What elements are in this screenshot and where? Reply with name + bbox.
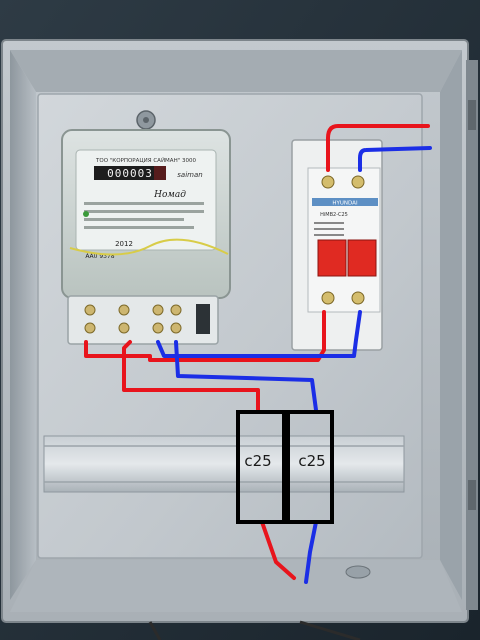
meter-seal-wire	[69, 238, 229, 256]
incoming-neutral-wire	[358, 146, 432, 172]
breaker-model: HiMB2-C25	[320, 212, 348, 218]
meter-to-breaker-neutral-wire	[156, 310, 362, 358]
meter-model: Номад	[153, 190, 186, 200]
meter-brand-line: ТОО "КОРПОРАЦИЯ САЙМАН" 3000	[95, 157, 196, 164]
hinge-pin-bottom	[468, 480, 476, 510]
group-breaker-left-label: c25	[244, 452, 271, 470]
door-hinge	[466, 60, 478, 610]
meter-counter-last-digit	[154, 166, 166, 180]
breaker-handle-left	[317, 239, 347, 277]
breaker-top-screw-left	[321, 175, 335, 189]
enclosure-bottom-wall	[10, 560, 462, 612]
din-rail	[43, 435, 405, 493]
meter-serial: АА0 9378	[85, 253, 114, 260]
meter-indicator-led	[83, 211, 89, 217]
meter-to-group-neutral-wire	[174, 340, 318, 412]
meter-terminals	[84, 304, 182, 334]
terminal-screw	[170, 322, 182, 334]
terminal-screw	[170, 304, 182, 316]
breaker-handle-right	[347, 239, 377, 277]
meter-spec-line	[84, 218, 184, 221]
terminal-screw	[84, 322, 96, 334]
group-breaker-right	[286, 410, 334, 524]
breaker-bottom-screw-right	[351, 291, 365, 305]
enclosure-right-wall	[440, 50, 462, 600]
meter-terminal-slot	[196, 304, 210, 334]
meter-spec-line	[84, 202, 204, 205]
terminal-screw	[118, 304, 130, 316]
meter-reading: 000003	[107, 167, 153, 180]
terminal-screw	[152, 322, 164, 334]
enclosure-left-wall	[10, 50, 36, 600]
meter-year: 2012	[115, 240, 133, 248]
phase-wires	[84, 124, 430, 580]
bottom-screw	[345, 565, 371, 579]
meter-spec-line	[84, 226, 194, 229]
breaker-top-screw-right	[351, 175, 365, 189]
meter-to-group-phase-wire	[122, 340, 260, 412]
meter-terminal-block	[67, 295, 219, 345]
neutral-wires	[156, 146, 432, 584]
meter-face	[75, 149, 217, 251]
outgoing-neutral-wire	[304, 520, 318, 584]
main-circuit-breaker: HYUNDAI HiMB2-C25	[291, 139, 383, 351]
mounting-screw-center	[143, 117, 149, 123]
group-breaker-left	[236, 410, 286, 524]
enclosure-top-wall	[10, 50, 462, 92]
terminal-screw	[84, 304, 96, 316]
breaker-spec-line	[314, 222, 344, 224]
electricity-meter: ТОО "КОРПОРАЦИЯ САЙМАН" 3000 000003 saim…	[61, 129, 231, 345]
breaker-label-strip	[312, 198, 378, 206]
cable-below-enclosure	[299, 620, 361, 640]
outgoing-phase-wire	[260, 520, 296, 580]
hinge-pin-top	[468, 100, 476, 130]
terminal-screw	[152, 304, 164, 316]
meter-to-breaker-phase-wire	[84, 310, 326, 362]
breaker-spec-line	[314, 228, 344, 230]
meter-counter	[94, 166, 166, 180]
terminal-screw	[118, 322, 130, 334]
breaker-bottom-screw-left	[321, 291, 335, 305]
breaker-spec-line	[314, 234, 344, 236]
meter-spec-line	[84, 210, 204, 213]
group-breakers: c25 c25	[236, 410, 334, 524]
breaker-brand: HYUNDAI	[332, 201, 358, 207]
cable-below-enclosure	[148, 621, 162, 640]
group-breaker-right-label: c25	[298, 452, 325, 470]
meter-logo: saiman	[177, 171, 202, 179]
din-rail-body	[43, 435, 405, 493]
incoming-phase-wire	[326, 124, 430, 172]
